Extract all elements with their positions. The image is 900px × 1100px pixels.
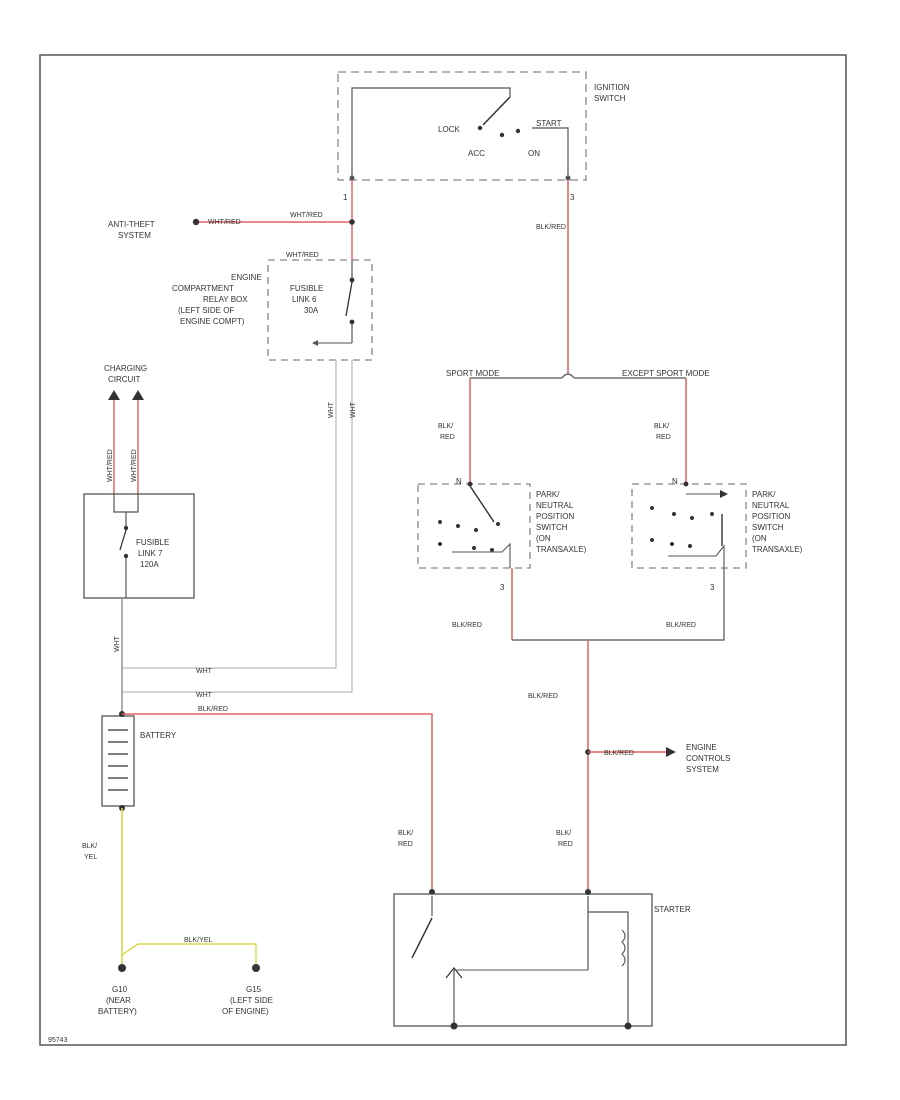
relay-box-label-3: RELAY BOX [203, 295, 248, 304]
relay-box-fusible-link-6: WHT/RED FUSIBLE LINK 6 30A ENGINE COMPAR… [172, 252, 373, 361]
relay-box-label-5: ENGINE COMPT) [180, 317, 245, 326]
wire-label-sw-l-blk: BLK/ [438, 423, 453, 430]
fusible-link-6-label-2: LINK 6 [292, 295, 317, 304]
ignition-pin-3: 3 [570, 193, 575, 202]
pnp-right-label-2: NEUTRAL [752, 501, 790, 510]
ground-g15-label-2: (LEFT SIDE [230, 996, 273, 1005]
ground-g10-label-1: G10 [112, 985, 128, 994]
pnp-left-pin-n: N [456, 477, 462, 486]
wire-label-starter-l-1: BLK/ [398, 830, 413, 837]
pnp-left-label-1: PARK/ [536, 490, 560, 499]
engine-controls-label-3: SYSTEM [686, 765, 719, 774]
relay-box-label-1: ENGINE [231, 273, 262, 282]
ignition-on-label: ON [528, 149, 540, 158]
park-neutral-switch-right: N 3 PARK/ NEUTRAL POSITION SWITCH (ON TR… [631, 477, 803, 592]
ignition-start-label: START [536, 119, 562, 128]
wire-label-wht-4: WHT [196, 692, 213, 699]
wire-label-sw-r-red: RED [656, 434, 671, 441]
fusible-link-7-label-3: 120A [140, 560, 159, 569]
pnp-right-label-5: (ON [752, 534, 767, 543]
sport-mode-label: SPORT MODE [446, 369, 500, 378]
wire-label-starter-l-2: RED [398, 841, 413, 848]
fusible-link-7: FUSIBLE LINK 7 120A [83, 493, 195, 599]
park-neutral-switch-left: N 3 PARK/ NEUTRAL POSITION SWITCH (ON TR… [417, 477, 587, 592]
charging-circuit: CHARGING CIRCUIT WHT/RED WHT/RED [104, 364, 147, 494]
wire-label-wht-red-top: WHT/RED [290, 212, 323, 219]
wire-label-wht-3: WHT [196, 668, 213, 675]
wire-label-wht-red-anti: WHT/RED [208, 219, 241, 226]
ground-g10-label-2: (NEAR [106, 996, 131, 1005]
ground-g15-label-1: G15 [246, 985, 262, 994]
anti-theft-branch: ANTI-THEFT SYSTEM WHT/RED WHT/RED [108, 180, 355, 260]
wire-label-wht-red-charge-1: WHT/RED [107, 449, 114, 482]
pnp-left-label-4: SWITCH [536, 523, 568, 532]
ignition-pin-1: 1 [343, 193, 348, 202]
pnp-right-pin-n: N [672, 477, 678, 486]
wire-label-blk-red-mid-l: BLK/RED [452, 622, 482, 629]
pnp-left-pin-3: 3 [500, 583, 505, 592]
wire-label-blk-red-mid-r: BLK/RED [666, 622, 696, 629]
wire-pnp-to-starter: BLK/RED BLK/RED BLK/RED BLK/RED ENGINE C… [452, 568, 730, 892]
pnp-right-label-1: PARK/ [752, 490, 776, 499]
wire-label-blk-red-center: BLK/RED [528, 693, 558, 700]
wire-label-wht-red-charge-2: WHT/RED [131, 449, 138, 482]
engine-controls-label-1: ENGINE [686, 743, 717, 752]
ground-g15-label-3: OF ENGINE) [222, 1007, 269, 1016]
charging-circuit-label-1: CHARGING [104, 364, 147, 373]
fusible-link-7-label-2: LINK 7 [138, 549, 163, 558]
ignition-acc-label: ACC [468, 149, 485, 158]
battery-label: BATTERY [140, 731, 177, 740]
wire-label-wht-1: WHT [328, 401, 335, 418]
pnp-left-label-3: POSITION [536, 512, 574, 521]
ground-wiring: BLK/ YEL BLK/YEL G10 (NEAR BATTERY) G15 … [82, 808, 273, 1016]
battery: BATTERY [101, 711, 177, 811]
anti-theft-label-1: ANTI-THEFT [108, 220, 155, 229]
wht-wires: WHT WHT WHT WHT [122, 360, 357, 699]
wire-label-starter-r-1: BLK/ [556, 830, 571, 837]
ignition-switch-title-2: SWITCH [594, 94, 626, 103]
wire-label-blk-yel-2: YEL [84, 854, 97, 861]
ground-g10-label-3: BATTERY) [98, 1007, 137, 1016]
charging-circuit-label-2: CIRCUIT [108, 375, 141, 384]
wire-label-blk-red-engine: BLK/RED [604, 750, 634, 757]
relay-box-label-4: (LEFT SIDE OF [178, 306, 234, 315]
pnp-right-pin-3: 3 [710, 583, 715, 592]
wire-label-starter-r-2: RED [558, 841, 573, 848]
diagram-frame [39, 54, 847, 1046]
fusible-link-6-label-3: 30A [304, 306, 319, 315]
wire-label-blk-red-ign: BLK/RED [536, 224, 566, 231]
anti-theft-label-2: SYSTEM [118, 231, 151, 240]
diagram-code: 95743 [48, 1037, 68, 1044]
fusible-link-6-label-1: FUSIBLE [290, 284, 323, 293]
pnp-right-label-3: POSITION [752, 512, 790, 521]
ignition-switch-title-1: IGNITION [594, 83, 630, 92]
ground-g15 [252, 964, 260, 972]
except-sport-mode-label: EXCEPT SPORT MODE [622, 369, 710, 378]
pnp-left-label-5: (ON [536, 534, 551, 543]
pnp-left-label-2: NEUTRAL [536, 501, 574, 510]
fusible-link-7-label-1: FUSIBLE [136, 538, 169, 547]
starter-label: STARTER [654, 905, 691, 914]
wire-label-blk-yel-g: BLK/YEL [184, 937, 213, 944]
ignition-lock-label: LOCK [438, 125, 460, 134]
pnp-right-label-4: SWITCH [752, 523, 784, 532]
pnp-left-label-6: TRANSAXLE) [536, 545, 587, 554]
pnp-right-label-6: TRANSAXLE) [752, 545, 803, 554]
starter: STARTER [393, 889, 691, 1030]
wire-label-wht-blk: WHT [114, 635, 121, 652]
wire-label-sw-l-red: RED [440, 434, 455, 441]
wire-label-sw-r-blk: BLK/ [654, 423, 669, 430]
ignition-switch: LOCK START ACC ON IGNITION SWITCH 1 3 [337, 71, 630, 202]
wire-label-blk-red-batt: BLK/RED [198, 706, 228, 713]
wire-ignition-to-pnp: BLK/RED SPORT MODE EXCEPT SPORT MODE BLK… [438, 180, 710, 484]
ground-g10 [118, 964, 126, 972]
engine-controls-label-2: CONTROLS [686, 754, 730, 763]
relay-box-label-2: COMPARTMENT [172, 284, 234, 293]
wire-label-blk-yel-1: BLK/ [82, 843, 97, 850]
wire-label-wht-2: WHT [350, 401, 357, 418]
wire-label-wht-red-relay: WHT/RED [286, 252, 319, 259]
